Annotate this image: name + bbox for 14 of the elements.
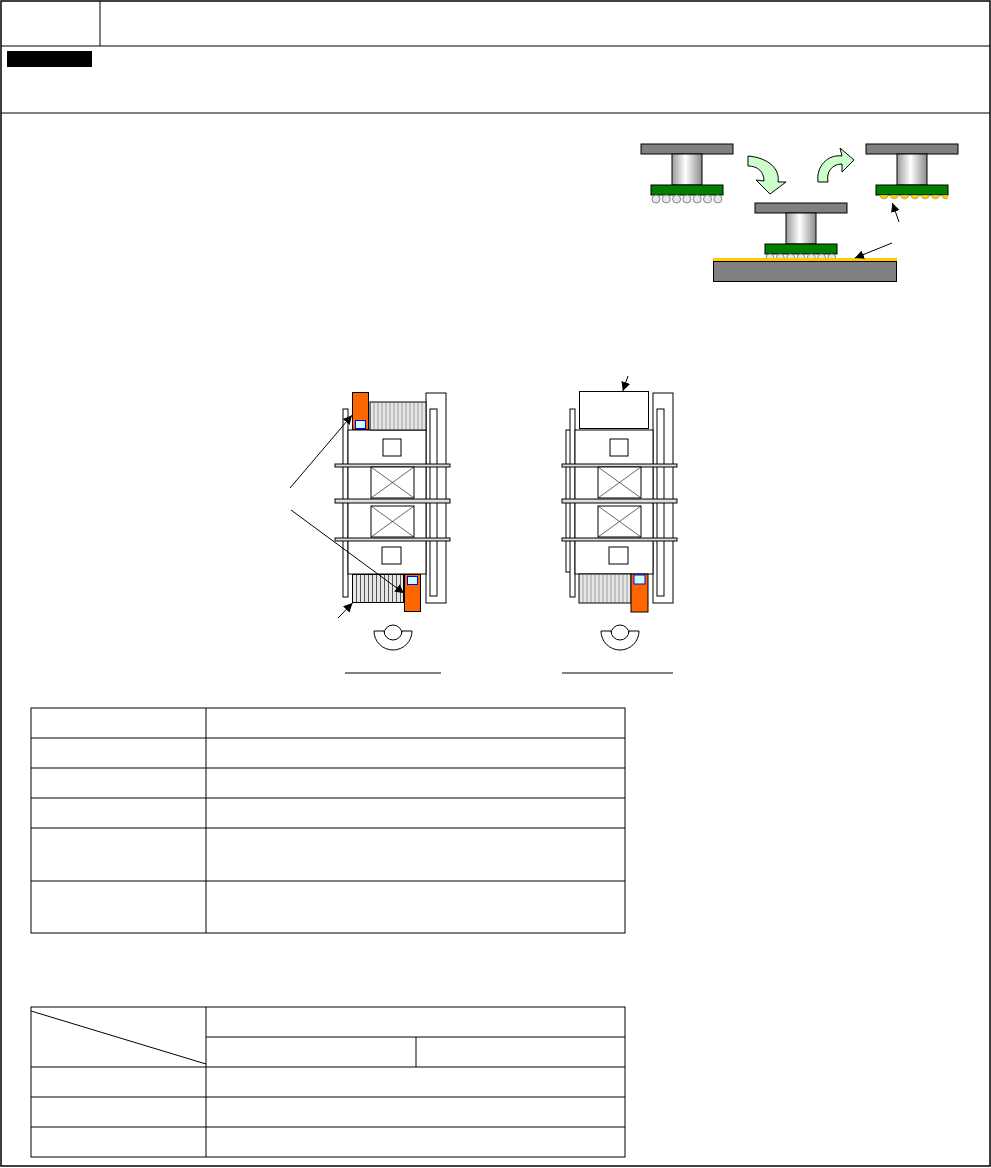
- solder-layer: [713, 258, 897, 261]
- solder-bumps: [877, 195, 948, 203]
- leader-line: [621, 375, 630, 392]
- tool-box: [579, 391, 649, 429]
- label-bar: [7, 51, 92, 67]
- leader-line: [337, 602, 353, 619]
- conveyor-section: [352, 574, 404, 603]
- leader-line: [854, 242, 893, 259]
- leader-line: [891, 202, 900, 223]
- feeder-unit: [352, 392, 369, 430]
- leader-line: [290, 509, 405, 594]
- substrate: [713, 261, 897, 282]
- leader-line: [289, 414, 353, 489]
- feeder-unit: [404, 574, 421, 612]
